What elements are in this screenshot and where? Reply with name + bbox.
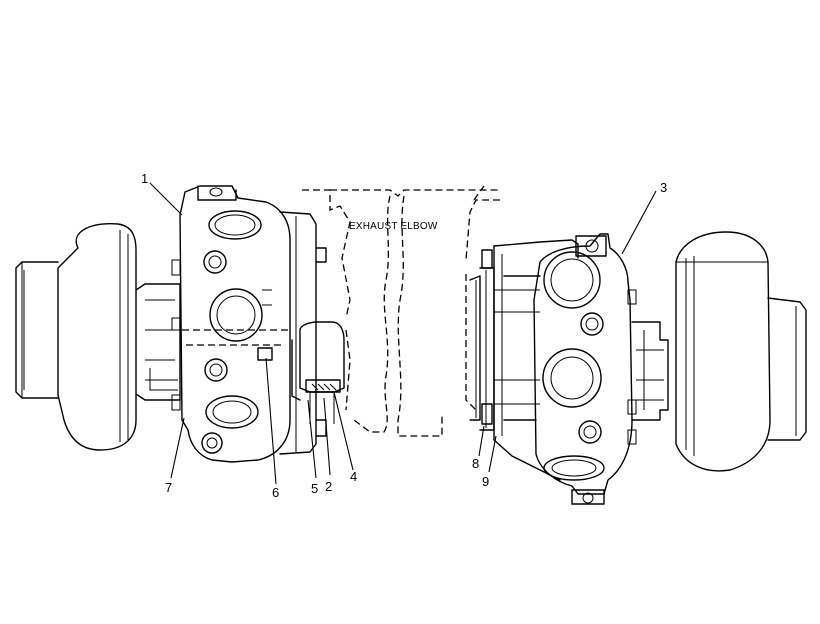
right-compressor-inlet: [767, 297, 807, 441]
callout-1: 1: [141, 171, 148, 186]
callout-9: 9: [482, 474, 489, 489]
right-turbine-housing: [533, 233, 633, 495]
exhaust-elbow-label: EXHAUST ELBOW: [349, 221, 438, 232]
left-compressor-outlet: [15, 261, 59, 399]
exhaust-elbow-outline: [302, 185, 500, 437]
right-gasket: [469, 275, 481, 421]
leader-lines: [149, 182, 657, 485]
left-center-housing: [135, 283, 181, 401]
callout-2: 2: [325, 479, 332, 494]
callout-8: 8: [472, 456, 479, 471]
right-turbocharger: [469, 231, 807, 505]
left-adapter: [299, 321, 345, 393]
left-turbocharger: [15, 185, 345, 463]
callout-3: 3: [660, 180, 667, 195]
left-compressor-housing: [57, 223, 137, 451]
left-turbine-housing: [179, 185, 291, 463]
callout-4: 4: [350, 469, 357, 484]
callout-6: 6: [272, 485, 279, 500]
right-compressor-housing: [675, 231, 771, 472]
callout-5: 5: [311, 481, 318, 496]
callout-7: 7: [165, 480, 172, 495]
left-turbine-flange: [279, 211, 317, 455]
right-center-housing: [631, 321, 669, 421]
